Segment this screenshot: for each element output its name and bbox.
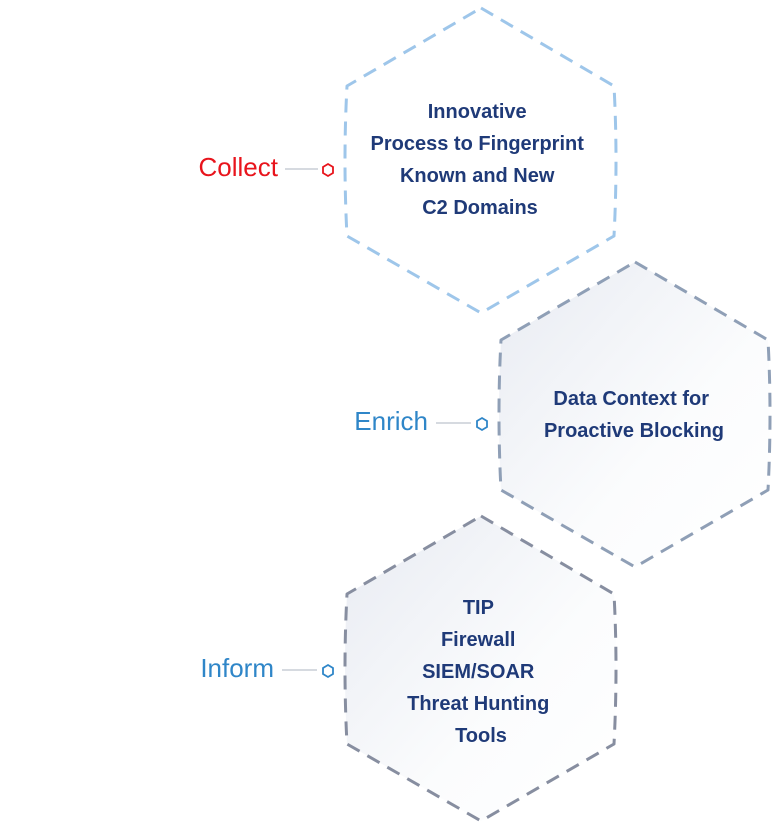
hexagon-marker-icon [476, 416, 488, 432]
hex-line: Data Context for [553, 388, 709, 410]
step-label-inform: Inform [200, 653, 274, 683]
step-inform: TIP Firewall SIEM/SOAR Threat Hunting To… [200, 514, 618, 823]
step-label-collect: Collect [199, 152, 279, 182]
hex-line: Firewall [441, 629, 515, 651]
hex-line: Tools [455, 725, 507, 747]
step-label-enrich: Enrich [354, 406, 428, 436]
hex-line: Threat Hunting [407, 693, 549, 715]
hex-text-collect: Innovative Process to Fingerprint Known … [371, 101, 590, 219]
hexagon-enrich [497, 260, 772, 569]
hexagon-marker-icon [322, 162, 334, 178]
hex-line: Process to Fingerprint [371, 133, 585, 155]
hex-line: Innovative [428, 101, 527, 123]
hex-text-enrich: Data Context for Proactive Blocking [544, 388, 724, 442]
hex-line: Known and New [400, 165, 555, 187]
step-collect: Innovative Process to Fingerprint Known … [199, 6, 618, 315]
hex-line: TIP [463, 597, 494, 619]
hex-line: C2 Domains [422, 197, 538, 219]
hexagon-inform [343, 514, 618, 823]
hex-line: SIEM/SOAR [422, 661, 535, 683]
hex-line: Proactive Blocking [544, 420, 724, 442]
hexagon-marker-icon [322, 663, 334, 679]
hex-text-inform: TIP Firewall SIEM/SOAR Threat Hunting To… [407, 597, 555, 747]
hexagon-collect [343, 6, 618, 315]
step-enrich: Data Context for Proactive Blocking Enri… [354, 260, 772, 569]
